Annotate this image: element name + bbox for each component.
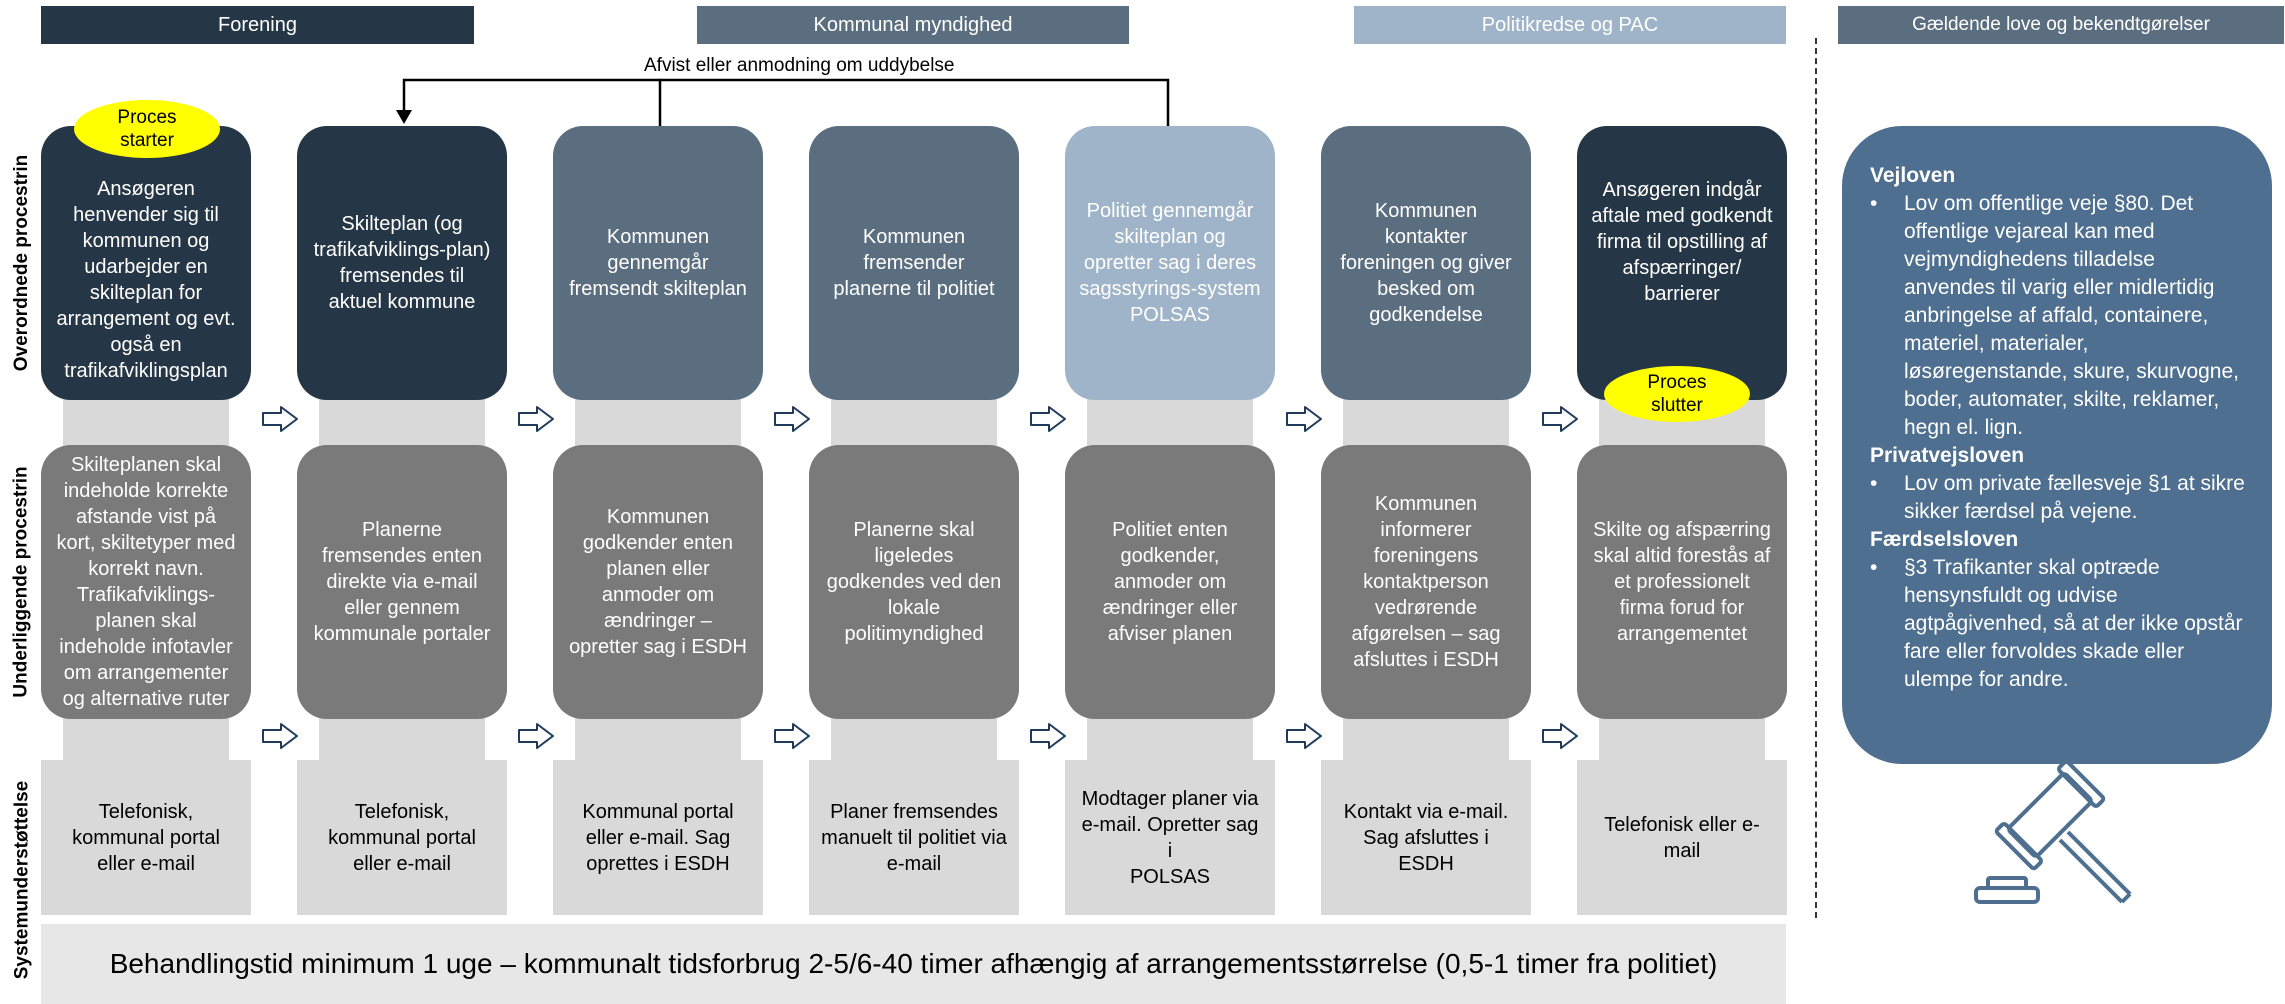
process-end-badge: Proces slutter [1604,366,1750,422]
right-arrow-icon [774,406,810,432]
underliggende-step: Skilteplanen skal indeholde korrekte afs… [41,445,251,719]
law-title: Privatvejsloven [1870,444,2025,467]
right-arrow-icon [1030,723,1066,749]
bullet-icon: • [1870,472,1878,495]
law-panel: Vejloven • Lov om offentlige veje §80. Det… [1842,126,2272,764]
underliggende-step: Skilte og afspærring skal altid forestås… [1577,445,1787,719]
overordnet-step: Kommunen kontakter foreningen og giver b… [1321,126,1531,400]
right-arrow-icon [1030,406,1066,432]
right-arrow-icon [518,723,554,749]
underliggende-step: Planerne skal ligeledes godkendes ved de… [809,445,1019,719]
law-bullet: • §3 Trafikanter skal optræde hensynsfuld… [1870,554,2246,694]
system-support: Telefonisk, kommunal portal eller e-mail [297,760,507,915]
law-bullet: • Lov om private fællesveje §1 at sikre s… [1870,470,2246,526]
header-forening: Forening [41,6,474,44]
feedback-label: Afvist eller anmodning om uddybelse [640,55,1040,77]
law-bullet: • Lov om offentlige veje §80. Det offentl… [1870,190,2246,442]
law-text: §3 Trafikanter skal optræde hensynsfuldt… [1904,556,2243,691]
row-label-overordnede: Overordnede procestrin [11,154,33,372]
law-title: Vejloven [1870,164,1956,187]
header-love: Gældende love og bekendtgørelser [1838,6,2284,44]
system-support: Planer fremsendes manuelt til politiet v… [809,760,1019,915]
underliggende-step: Kommunen godkender enten planen eller an… [553,445,763,719]
row-label-system: Systemunderstøttelse [11,780,33,980]
right-arrow-icon [262,723,298,749]
overordnet-step: Kommunen fremsender planerne til politie… [809,126,1019,400]
footer-banner: Behandlingstid minimum 1 uge – kommunalt… [41,924,1786,1004]
right-arrow-icon [262,406,298,432]
right-arrow-icon [1286,723,1322,749]
row-label-underliggende: Underliggende procestrin [11,466,33,698]
bullet-icon: • [1870,192,1878,215]
overordnet-step: Ansøgeren henvender sig til kommunen og … [41,126,251,400]
system-support: Modtager planer via e-mail. Opretter sag… [1065,760,1275,915]
right-arrow-icon [1542,723,1578,749]
overordnet-step: Kommunen gennemgår fremsendt skilteplan [553,126,763,400]
underliggende-step: Politiet enten godkender, anmoder om ænd… [1065,445,1275,719]
header-politikredse: Politikredse og PAC [1354,6,1786,44]
system-support: Telefonisk, kommunal portal eller e-mail [41,760,251,915]
underliggende-step: Kommunen informerer foreningens kontaktp… [1321,445,1531,719]
right-arrow-icon [1286,406,1322,432]
section-divider [1815,38,1817,918]
overordnet-step: Politiet gennemgår skilteplan og oprette… [1065,126,1275,400]
underliggende-step: Planerne fremsendes enten direkte via e-… [297,445,507,719]
overordnet-step: Skilteplan (og trafikafviklings-plan) fr… [297,126,507,400]
law-title: Færdselsloven [1870,528,2019,551]
right-arrow-icon [1542,406,1578,432]
overordnet-step: Ansøgeren indgår aftale med godkendt fir… [1577,126,1787,400]
law-text: Lov om private fællesveje §1 at sikre si… [1904,472,2245,523]
system-support: Telefonisk eller e- mail [1577,760,1787,915]
feedback-loop-arrow [396,78,1170,126]
right-arrow-icon [518,406,554,432]
law-text: Lov om offentlige veje §80. Det offentli… [1904,192,2239,439]
header-kommunal-myndighed: Kommunal myndighed [697,6,1129,44]
process-start-badge: Proces starter [74,100,220,158]
bullet-icon: • [1870,556,1878,579]
gavel-icon [1974,760,2132,904]
right-arrow-icon [774,723,810,749]
system-support: Kontakt via e-mail. Sag afsluttes i ESDH [1321,760,1531,915]
system-support: Kommunal portal eller e-mail. Sag oprett… [553,760,763,915]
